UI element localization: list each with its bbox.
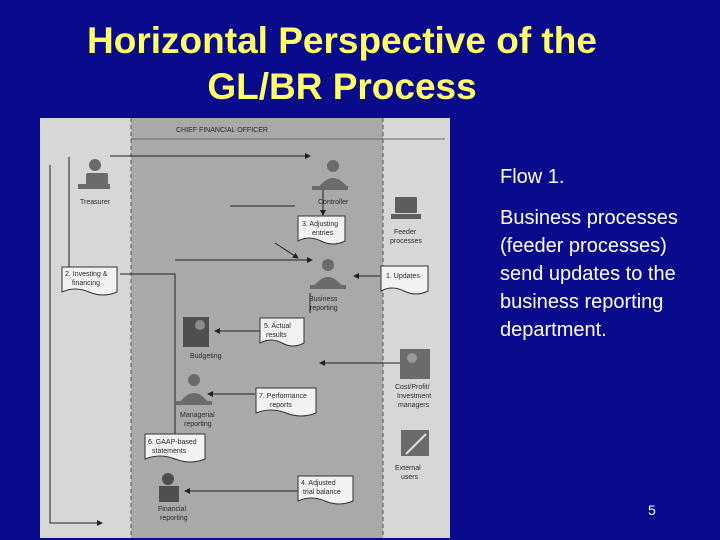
- document-trial-balance: 4. Adjusted trial balance: [297, 475, 354, 505]
- doc-performance-2: reports: [270, 402, 292, 409]
- role-external-2: users: [401, 474, 419, 481]
- role-budgeting: Budgeting: [190, 353, 222, 360]
- role-managerial-1: Managerial: [180, 412, 215, 419]
- doc-actual-1: 5. Actual: [264, 323, 291, 330]
- role-br-2: reporting: [310, 305, 338, 312]
- page-number: 5: [648, 502, 656, 518]
- bullet-1: Flow 1.: [500, 166, 565, 188]
- treasurer-figure-icon: [78, 159, 110, 189]
- title-line-2: GL/BR Process: [207, 66, 477, 107]
- role-controller: Controller: [318, 199, 349, 206]
- role-treasurer: Treasurer: [80, 199, 111, 206]
- role-feeder-1: Feeder: [394, 229, 417, 236]
- role-feeder-2: processes: [390, 238, 422, 245]
- process-diagram: CHIEF FINANCIAL OFFICER 3. Adjusting ent…: [40, 118, 450, 538]
- external-user-figure-icon: [401, 430, 429, 456]
- financial-reporting-figure-icon: [159, 473, 179, 502]
- bullet-text: Flow 1. Business processes (feeder proce…: [500, 163, 700, 357]
- feeder-computer-icon: [391, 197, 421, 219]
- role-cost-1: Cost/Profit/: [395, 384, 430, 391]
- doc-investing-1: 2. Investing &: [65, 271, 108, 278]
- doc-updates-1: 1. Updates: [386, 273, 420, 280]
- controller-figure-icon: [312, 160, 348, 190]
- doc-performance-1: 7. Performance: [259, 393, 307, 400]
- flow-lines: [49, 153, 400, 526]
- flow-line-adjusting-br: [274, 242, 299, 259]
- document-gaap: 6. GAAP-based statements: [144, 433, 206, 463]
- budgeting-figure-icon: [183, 317, 209, 347]
- role-external-1: External: [395, 465, 421, 472]
- doc-trial-2: trial balance: [303, 489, 341, 496]
- role-managerial-2: reporting: [184, 421, 212, 428]
- role-cost-2: Investment: [397, 393, 431, 400]
- cost-profit-figure-icon: [400, 349, 430, 379]
- cfo-header: CHIEF FINANCIAL OFFICER: [176, 127, 268, 134]
- doc-trial-1: 4. Adjusted: [301, 480, 336, 487]
- title-line-1: Horizontal Perspective of the: [87, 20, 597, 61]
- managerial-figure-icon: [176, 374, 212, 405]
- role-br-1: Business: [309, 296, 338, 303]
- doc-adjusting-1: 3. Adjusting: [302, 221, 338, 228]
- doc-actual-2: results: [266, 332, 287, 339]
- doc-gaap-1: 6. GAAP-based: [148, 439, 197, 446]
- document-actual: 5. Actual results: [259, 317, 305, 347]
- flow-line-investing: [120, 273, 176, 443]
- document-investing: 2. Investing & financing: [61, 266, 118, 296]
- role-financial-2: reporting: [160, 515, 188, 522]
- business-reporting-figure-icon: [310, 259, 346, 289]
- role-cost-3: managers: [398, 402, 430, 409]
- doc-adjusting-2: entries: [312, 230, 334, 237]
- bullet-2: Business processes (feeder processes) se…: [500, 207, 678, 341]
- document-updates: 1. Updates: [380, 265, 429, 295]
- role-financial-1: Financial: [158, 506, 186, 513]
- flow-line-financial: [49, 165, 103, 526]
- slide-title: Horizontal Perspective of the GL/BR Proc…: [0, 18, 684, 110]
- doc-investing-2: financing: [72, 280, 100, 287]
- doc-gaap-2: statements: [152, 448, 187, 455]
- document-performance: 7. Performance reports: [255, 387, 317, 417]
- document-adjusting: 3. Adjusting entries: [297, 215, 346, 245]
